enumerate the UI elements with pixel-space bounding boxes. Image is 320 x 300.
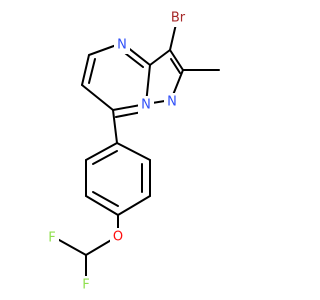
bond-c3-br [169, 23, 177, 51]
bridgehead-nitrogen-label: N [141, 98, 151, 113]
bond-layer [51, 23, 220, 286]
bridgehead-nitrogen-atom: N [138, 96, 154, 114]
bond-c5-c6-double [88, 58, 96, 84]
fluorine-left-label: F [48, 231, 55, 246]
oxygen-atom: O [110, 228, 126, 246]
fluorine-right-atom: F [79, 276, 93, 294]
bond-ph6-ph1-double [92, 150, 118, 165]
bond-ph1-ph2 [116, 142, 151, 161]
bromine-label: Br [171, 11, 186, 26]
bond-c7-n7a-double [115, 111, 143, 118]
bond-c5-c6 [81, 54, 90, 86]
atom-label-layer: Br N N N O F F [45, 9, 189, 294]
fluorine-left-atom: F [45, 229, 59, 247]
bond-c3-c2 [169, 49, 184, 71]
molecule-structure: Br N N N O F F [45, 9, 220, 294]
bond-c3a-c3 [149, 49, 171, 66]
bond-ph3-ph4 [117, 195, 151, 216]
pyrimidine-nitrogen-label: N [117, 38, 127, 53]
bromine-atom: Br [167, 9, 189, 27]
pyrazole-nitrogen-label: N [167, 95, 177, 110]
bond-ph6-ph1 [85, 142, 118, 161]
oxygen-label: O [113, 230, 123, 245]
bond-ph4-ph5 [85, 195, 119, 216]
pyrimidine-nitrogen-atom: N [114, 36, 130, 54]
fluorine-right-label: F [82, 278, 89, 293]
bond-c6-c7 [81, 84, 114, 111]
bond-c7-phenyl [112, 109, 118, 144]
pyrazole-nitrogen-atom: N [164, 93, 180, 111]
bond-ph4-ph5-double [92, 191, 119, 207]
bond-c3-c2-double [170, 58, 181, 74]
